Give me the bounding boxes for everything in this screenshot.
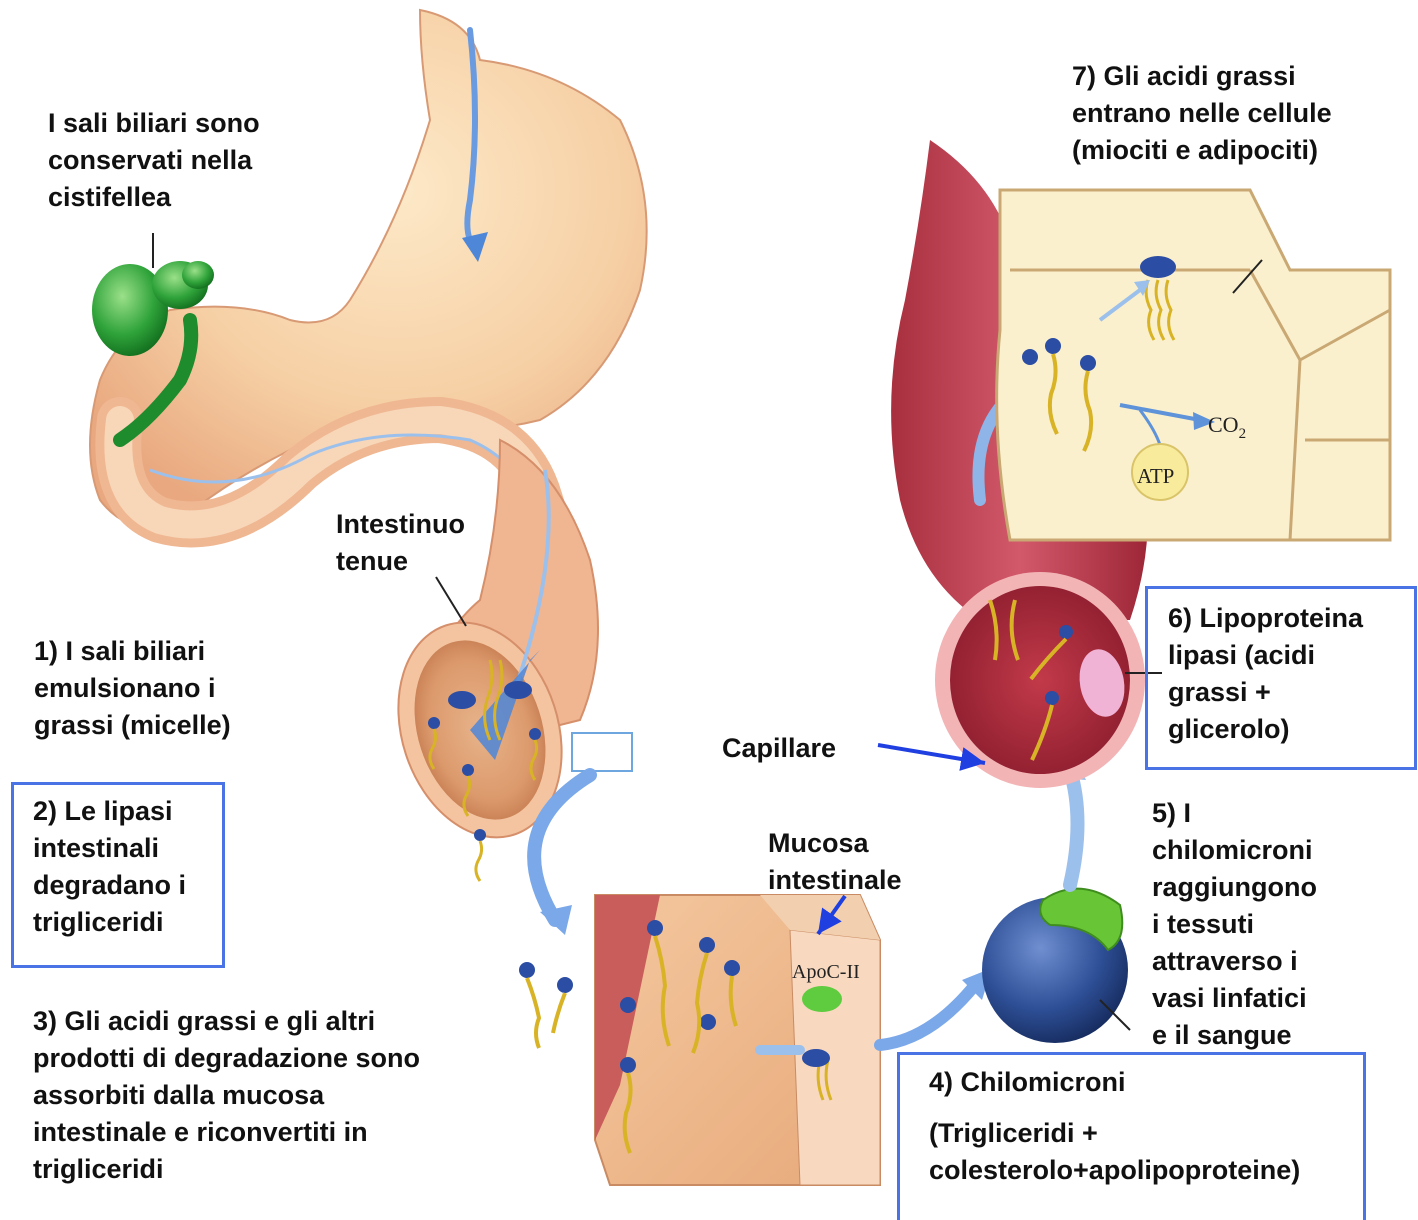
capillary-label-text: Capillare [722, 730, 836, 767]
step3-label-line: prodotti di degradazione sono [33, 1040, 420, 1077]
small-intestine-label: Intestinuo tenue [336, 506, 465, 580]
step5-label-line: vasi linfatici [1152, 980, 1317, 1017]
step2-label-line: intestinali [33, 830, 186, 867]
apoc-label: ApoC-II [792, 961, 860, 983]
step1-label-line: 1) I sali biliari [34, 633, 231, 670]
step5-label-line: e il sangue [1152, 1017, 1317, 1054]
step2-label-line: trigliceridi [33, 904, 186, 941]
step3-label-line: 3) Gli acidi grassi e gli altri [33, 1003, 420, 1040]
tissue-cells [997, 190, 1390, 540]
step4-title: 4) Chilomicroni [929, 1064, 1300, 1101]
step6-label: 6) Lipoproteina lipasi (acidi grassi + g… [1168, 600, 1363, 748]
step5-label-line: raggiungono [1152, 869, 1317, 906]
small-intestine [372, 440, 632, 859]
step3-label-line: assorbiti dalla mucosa [33, 1077, 420, 1114]
step1-label: 1) I sali biliari emulsionano i grassi (… [34, 633, 231, 744]
step7-label: 7) Gli acidi grassi entrano nelle cellul… [1072, 58, 1332, 169]
mucosa-label-line: intestinale [768, 862, 902, 899]
step1-label-line: grassi (micelle) [34, 707, 231, 744]
small-intestine-label-line: Intestinuo [336, 506, 465, 543]
step1-label-line: emulsionano i [34, 670, 231, 707]
step7-label-line: (miociti e adipociti) [1072, 132, 1332, 169]
step2-label-line: 2) Le lipasi [33, 793, 186, 830]
gallbladder-label: I sali biliari sono conservati nella cis… [48, 105, 260, 216]
step3-label-line: intestinale e riconvertiti in [33, 1114, 420, 1151]
step7-label-line: 7) Gli acidi grassi [1072, 58, 1332, 95]
step3-label-line: trigliceridi [33, 1151, 420, 1188]
gallbladder-label-line: conservati nella [48, 142, 260, 179]
step6-label-line: glicerolo) [1168, 711, 1363, 748]
step5-label-line: 5) I [1152, 795, 1317, 832]
step6-label-line: grassi + [1168, 674, 1363, 711]
arrow-chylomicron-to-capillary [1070, 770, 1078, 885]
gallbladder-label-line: cistifellea [48, 179, 260, 216]
mucosa-label-line: Mucosa [768, 825, 902, 862]
mucosa-label: Mucosa intestinale [768, 825, 902, 899]
atp-label: ATP [1137, 464, 1174, 488]
arrow-mucosa-to-chylomicron [880, 985, 975, 1045]
step6-label-line: lipasi (acidi [1168, 637, 1363, 674]
chylomicron [982, 889, 1130, 1043]
step2-label: 2) Le lipasi intestinali degradano i tri… [33, 793, 186, 941]
step6-label-line: 6) Lipoproteina [1168, 600, 1363, 637]
step4-detail-line: (Trigliceridi + [929, 1115, 1300, 1152]
step5-label-line: i tessuti [1152, 906, 1317, 943]
step4-detail-line: colesterolo+apolipoproteine) [929, 1152, 1300, 1189]
co2-text: CO [1208, 412, 1239, 437]
step3-label: 3) Gli acidi grassi e gli altri prodotti… [33, 1003, 420, 1188]
gallbladder-label-line: I sali biliari sono [48, 105, 260, 142]
step7-label-line: entrano nelle cellule [1072, 95, 1332, 132]
intestinal-mucosa-block [595, 895, 880, 1185]
step5-label-line: attraverso i [1152, 943, 1317, 980]
step5-label-line: chilomicroni [1152, 832, 1317, 869]
capillary-label: Capillare [722, 730, 836, 767]
step2-label-line: degradano i [33, 867, 186, 904]
step4-label: 4) Chilomicroni (Trigliceridi + colester… [929, 1064, 1300, 1189]
step4-spacer [929, 1101, 1300, 1115]
co2-subscript: 2 [1239, 426, 1247, 442]
step5-label: 5) I chilomicroni raggiungono i tessuti … [1152, 795, 1317, 1054]
small-intestine-label-line: tenue [336, 543, 465, 580]
